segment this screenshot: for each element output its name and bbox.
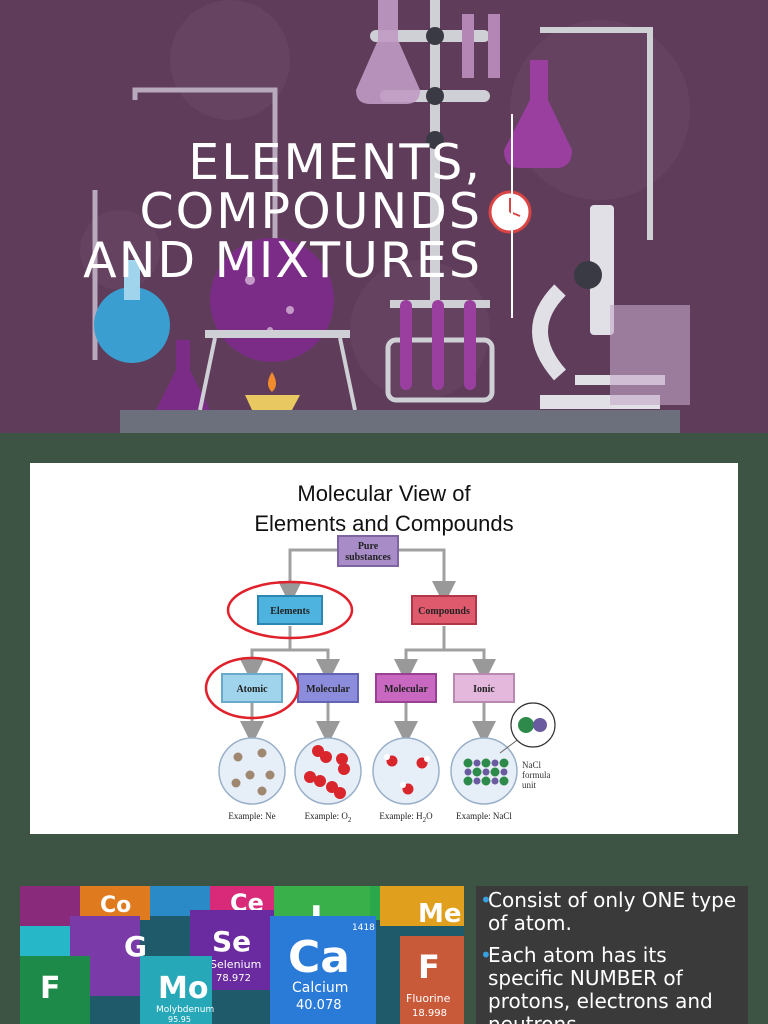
title-slide: ELEMENTS, COMPOUNDS AND MIXTURES	[0, 0, 768, 433]
node-atomic-label: Atomic	[236, 684, 268, 695]
tile-symbol-se: Se	[212, 925, 251, 958]
node-molecular-compounds-label: Molecular	[384, 684, 428, 695]
tile-name-se: Selenium	[210, 958, 261, 971]
example-o2-subscript: 2	[348, 816, 352, 824]
tile-mass-se: 78.972	[216, 973, 251, 984]
tile-number-ca: 1418	[352, 923, 375, 933]
node-pure-label-1: Pure	[358, 541, 379, 552]
example-o2-main: Example: O	[305, 811, 349, 821]
tile-mass-f: 18.998	[412, 1008, 447, 1019]
bullet-marker: •	[480, 943, 492, 967]
tile-symbol-ca: Ca	[288, 932, 350, 983]
node-atomic	[221, 673, 283, 703]
tile-mass-mo: 95.95	[168, 1015, 191, 1024]
tile-symbol-co: Co	[100, 893, 131, 918]
example-h2o-subscript: 2	[423, 816, 427, 824]
bullet-marker: •	[480, 888, 492, 912]
nacl-note-3: unit	[522, 780, 537, 790]
nacl-note-2: formula	[522, 770, 551, 780]
tile-symbol-mo: Mo	[158, 971, 208, 1006]
tile-symbol-g: G	[124, 930, 147, 963]
nacl-note-1: NaCl	[522, 760, 541, 770]
example-nacl: Example: NaCl	[456, 811, 512, 821]
sample-ne	[218, 737, 286, 805]
node-pure-substances	[337, 535, 399, 567]
sample-o2	[294, 737, 362, 805]
node-ionic-label: Ionic	[473, 684, 495, 695]
slide-title: ELEMENTS, COMPOUNDS AND MIXTURES	[83, 138, 482, 285]
title-line-1: ELEMENTS,	[188, 134, 482, 191]
classification-tree: Pure substances Elements Compounds Atomi…	[204, 535, 556, 824]
node-ionic	[453, 673, 515, 703]
node-elements	[257, 595, 323, 625]
periodic-tiles-image: Ce Me Co G Se Selenium 78.972 I F Mo Mol…	[20, 886, 464, 1024]
bullet-item-2: • Each atom has its specific NUMBER of p…	[480, 944, 748, 1024]
sample-nacl	[450, 702, 556, 805]
node-molecular-elements-label: Molecular	[306, 684, 350, 695]
lab-equipment-illustration	[80, 0, 690, 433]
node-molecular-compounds	[375, 673, 437, 703]
diagram-heading-line-1: Molecular View of	[297, 481, 471, 506]
title-line-3: AND MIXTURES	[83, 232, 482, 289]
tree-connectors	[240, 548, 496, 745]
title-divider-line	[511, 114, 513, 318]
element-definition-list: • Consist of only ONE type of atom. • Ea…	[476, 886, 748, 1024]
tile-name-mo: Molybdenum	[156, 1005, 214, 1015]
highlight-circle-elements	[226, 580, 354, 640]
node-compounds-label: Compounds	[418, 606, 470, 617]
example-ne: Example: Ne	[228, 811, 275, 821]
molecular-view-diagram: Molecular View of Elements and Compounds…	[30, 463, 738, 834]
tile-symbol-me: Me	[418, 899, 462, 929]
example-h2o-main: Example: H	[379, 811, 423, 821]
tile-name-f: Fluorine	[406, 992, 451, 1005]
periodic-tiles-art: Ce Me Co G Se Selenium 78.972 I F Mo Mol…	[20, 886, 464, 1024]
node-compounds	[411, 595, 477, 625]
example-o2: Example: O2	[305, 811, 352, 824]
example-h2o: Example: H2O	[379, 811, 433, 824]
tile-symbol-f-left: F	[40, 971, 61, 1006]
bullet-text-1: Consist of only ONE type of atom.	[488, 888, 737, 935]
sample-h2o	[372, 737, 440, 805]
title-line-2: COMPOUNDS	[139, 183, 482, 240]
diagram-heading: Molecular View of Elements and Compounds	[30, 479, 738, 539]
bullet-text-2: Each atom has its specific NUMBER of pro…	[488, 943, 713, 1024]
example-h2o-tail: O	[426, 811, 433, 821]
highlight-circle-atomic	[204, 656, 300, 720]
diagram-heading-line-2: Elements and Compounds	[254, 511, 514, 536]
node-pure-label-2: substances	[345, 552, 391, 563]
tile-symbol-f-right: F	[418, 948, 440, 986]
node-elements-label: Elements	[270, 606, 310, 617]
bullet-item-1: • Consist of only ONE type of atom.	[480, 889, 748, 935]
tile-name-ca: Calcium	[292, 980, 348, 996]
tile-mass-ca: 40.078	[296, 998, 342, 1013]
